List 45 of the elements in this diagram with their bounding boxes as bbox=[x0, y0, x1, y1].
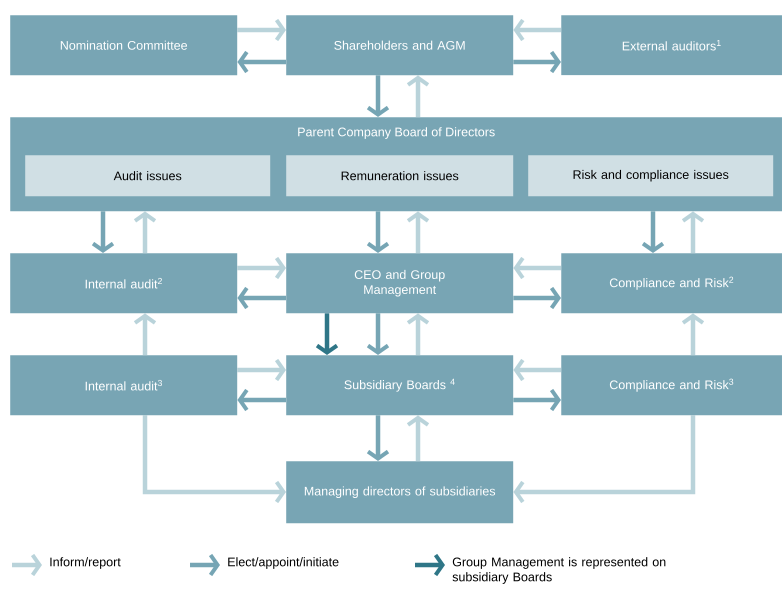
arrow bbox=[366, 415, 390, 461]
arrow bbox=[406, 415, 430, 461]
arrow bbox=[142, 415, 286, 504]
issue-box: Audit issues bbox=[25, 155, 270, 196]
process-box: External auditors$^{1}$ bbox=[561, 15, 782, 76]
legend-text: Inform/report bbox=[50, 557, 121, 569]
process-box: Subsidiary Boards $^{4}$ bbox=[286, 355, 514, 416]
process-box: Compliance and Risk$^{3}$ bbox=[561, 355, 782, 416]
legend-text: Group Management is represented on subsidiary Boards bbox=[452, 557, 666, 584]
arrow bbox=[513, 50, 561, 74]
arrow bbox=[406, 75, 430, 117]
arrow bbox=[406, 313, 430, 355]
arrow bbox=[237, 18, 286, 42]
arrow bbox=[406, 211, 430, 253]
process-box: Compliance and Risk$^{2}$ bbox=[561, 253, 782, 314]
process-box: CEO and Group Management bbox=[286, 253, 514, 314]
arrow bbox=[513, 415, 696, 504]
arrow bbox=[513, 286, 561, 310]
arrow bbox=[513, 256, 561, 280]
arrow bbox=[513, 358, 561, 382]
arrow bbox=[513, 18, 561, 42]
arrow bbox=[366, 211, 390, 253]
arrow bbox=[366, 75, 390, 117]
arrow bbox=[92, 211, 114, 253]
arrow bbox=[366, 313, 390, 355]
arrow bbox=[642, 211, 664, 253]
arrow bbox=[237, 50, 286, 74]
arrow bbox=[513, 388, 561, 412]
legend-text: Elect/appoint/initiate bbox=[228, 557, 339, 569]
arrow bbox=[237, 256, 286, 280]
process-box: Internal audit$^{3}$ bbox=[10, 355, 238, 416]
issue-box: Remuneration issues bbox=[286, 155, 514, 196]
process-box: Internal audit$^{2}$ bbox=[10, 253, 238, 314]
arrow bbox=[316, 313, 338, 355]
arrow bbox=[134, 313, 156, 355]
arrow bbox=[237, 286, 286, 310]
arrow bbox=[134, 211, 156, 253]
process-box: Nomination Committee bbox=[10, 15, 238, 76]
process-box: Managing directors of subsidiaries bbox=[286, 461, 514, 524]
arrow bbox=[682, 313, 704, 355]
arrow bbox=[237, 358, 286, 382]
arrow bbox=[682, 211, 704, 253]
issue-box: Risk and compliance issues bbox=[528, 155, 774, 196]
process-box: Shareholders and AGM bbox=[286, 15, 514, 76]
arrow bbox=[237, 388, 286, 412]
